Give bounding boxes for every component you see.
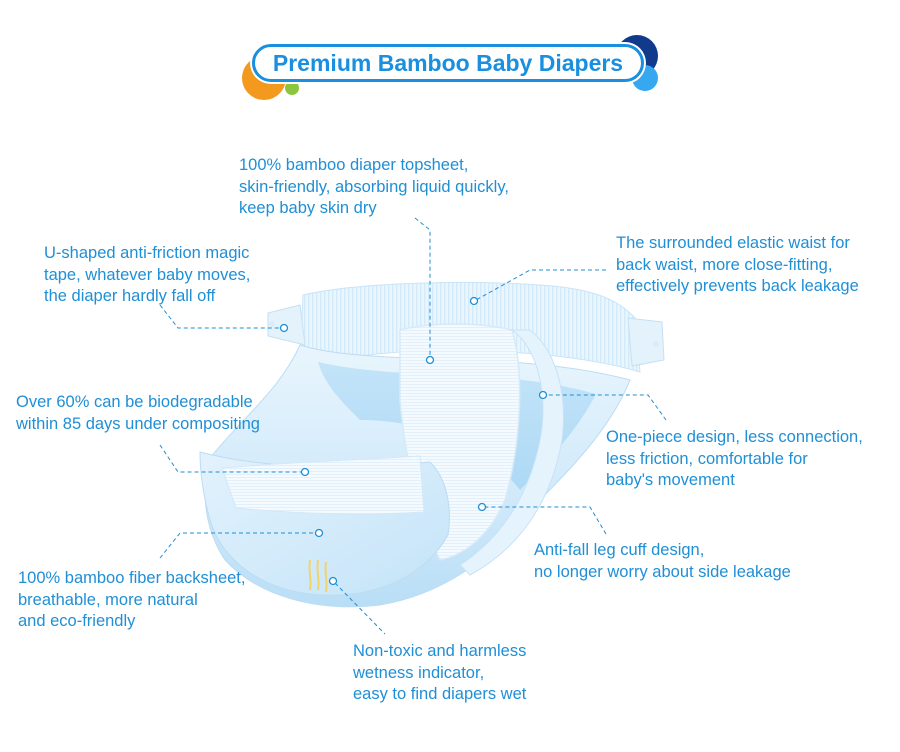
marker-topsheet: [425, 355, 435, 365]
diaper-illustration: [199, 281, 665, 608]
callout-one-piece: One-piece design, less connection, less …: [606, 427, 863, 492]
callout-leg-cuff: Anti-fall leg cuff design, no longer wor…: [534, 540, 791, 583]
callout-backsheet-line: 100% bamboo fiber backsheet,: [18, 569, 246, 587]
leader-leg-cuff: [484, 506, 607, 535]
marker-waist: [469, 296, 479, 306]
callout-leg-cuff-line: no longer worry about side leakage: [534, 562, 791, 581]
marker-one-piece: [538, 390, 548, 400]
leader-indicator: [334, 582, 386, 635]
callout-tape-line: the diaper hardly fall off: [44, 287, 216, 305]
marker-backsheet: [314, 528, 324, 538]
callout-one-piece-line: baby's movement: [606, 471, 735, 489]
marker-leg-cuff: [477, 502, 487, 512]
callout-backsheet: 100% bamboo fiber backsheet, breathable,…: [18, 568, 245, 633]
callout-topsheet-line: skin-friendly, absorbing liquid quickly,: [239, 177, 509, 196]
callout-one-piece-line: One-piece design, less connection,: [606, 428, 863, 446]
callout-backsheet-line: and eco-friendly: [18, 612, 136, 630]
callout-one-piece-line: less friction, comfortable for: [606, 449, 808, 468]
callout-indicator-line: Non-toxic and harmless: [353, 642, 527, 660]
callout-topsheet-line: keep baby skin dry: [239, 199, 377, 217]
page-title: Premium Bamboo Baby Diapers: [272, 49, 624, 76]
callout-topsheet: 100% bamboo diaper topsheet, skin-friend…: [239, 155, 509, 220]
callout-biodegradable-line: within 85 days under compositing: [16, 414, 260, 433]
callout-indicator-line: easy to find diapers wet: [353, 685, 527, 703]
callout-topsheet-line: 100% bamboo diaper topsheet,: [239, 156, 469, 174]
leader-biodegradable: [159, 444, 302, 473]
right-tape: [627, 317, 665, 367]
callout-tape: U-shaped anti-friction magic tape, whate…: [44, 243, 250, 308]
leader-one-piece: [545, 394, 667, 421]
callout-leaders: [159, 217, 667, 635]
callout-biodegradable: Over 60% can be biodegradable within 85 …: [16, 392, 260, 435]
callout-tape-line: U-shaped anti-friction magic: [44, 244, 250, 262]
callout-backsheet-line: breathable, more natural: [18, 590, 198, 609]
right-leg-cuff: [459, 329, 565, 576]
callout-biodegradable-line: Over 60% can be biodegradable: [16, 393, 253, 411]
callout-markers: [279, 296, 548, 586]
callout-leg-cuff-line: Anti-fall leg cuff design,: [534, 541, 705, 559]
callout-waist-line: The surrounded elastic waist for: [616, 234, 850, 252]
marker-indicator: [328, 576, 338, 586]
title-banner: Premium Bamboo Baby Diapers: [252, 44, 644, 82]
callout-waist-line: back waist, more close-fitting,: [616, 255, 833, 274]
front-waist-tape: [221, 455, 425, 515]
leader-tape: [159, 304, 281, 329]
callout-waist: The surrounded elastic waist for back wa…: [616, 233, 859, 298]
callout-waist-line: effectively prevents back leakage: [616, 277, 859, 295]
callout-indicator-line: wetness indicator,: [353, 663, 485, 682]
green-dot: [285, 81, 299, 95]
marker-tape: [279, 323, 289, 333]
wetness-indicator: [308, 559, 328, 593]
callout-tape-line: tape, whatever baby moves,: [44, 265, 251, 284]
callout-indicator: Non-toxic and harmless wetness indicator…: [353, 641, 526, 706]
leader-backsheet: [159, 532, 316, 559]
marker-biodegradable: [300, 467, 310, 477]
